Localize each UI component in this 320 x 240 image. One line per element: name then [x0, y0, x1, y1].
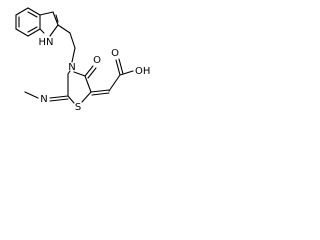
- bond: [81, 91, 92, 103]
- bond: [49, 95, 69, 99]
- bond: [67, 70, 71, 75]
- ring-sulfur-label: S: [75, 102, 81, 113]
- bond: [71, 47, 76, 63]
- indole-benzene-ring: [15, 7, 41, 37]
- bond: [15, 7, 29, 16]
- bond: [84, 65, 94, 77]
- carboxylic-oxygen-label: O: [111, 48, 119, 59]
- bond: [118, 58, 124, 75]
- bond: [67, 95, 75, 104]
- bond: [52, 11, 59, 26]
- bond: [39, 28, 45, 34]
- indole-nh-label: HN: [39, 37, 54, 48]
- bond: [55, 14, 59, 23]
- chemical-structure-diagram: HN N O S N O OH: [15, 7, 150, 113]
- bond: [108, 74, 121, 92]
- bond: [69, 32, 76, 49]
- bond: [39, 11, 54, 16]
- bond: [90, 89, 110, 93]
- carbonyl-group: [84, 65, 97, 79]
- bond: [87, 67, 97, 79]
- bond: [84, 75, 92, 93]
- thiazolidinone-ring: [67, 70, 92, 104]
- bond: [119, 70, 134, 76]
- bond: [27, 11, 38, 18]
- indole-pyrrole-ring: [39, 11, 59, 37]
- bond: [27, 28, 41, 37]
- methylimino-group: [24, 91, 69, 102]
- carbonyl-oxygen-label: O: [93, 55, 101, 66]
- bond: [49, 24, 59, 37]
- bond: [73, 71, 86, 77]
- bond: [115, 59, 121, 76]
- bond: [49, 98, 69, 102]
- bond: [91, 92, 110, 96]
- bond: [57, 24, 71, 34]
- ring-nitrogen-label: N: [68, 62, 75, 73]
- ylidene-acetic-acid: [90, 58, 134, 96]
- hydroxyl-label: OH: [135, 66, 150, 77]
- ethyl-linker: [57, 24, 76, 63]
- bond: [15, 28, 29, 37]
- bond: [24, 91, 39, 99]
- bond: [27, 26, 38, 33]
- imine-nitrogen-label: N: [40, 94, 47, 105]
- bond: [27, 7, 41, 16]
